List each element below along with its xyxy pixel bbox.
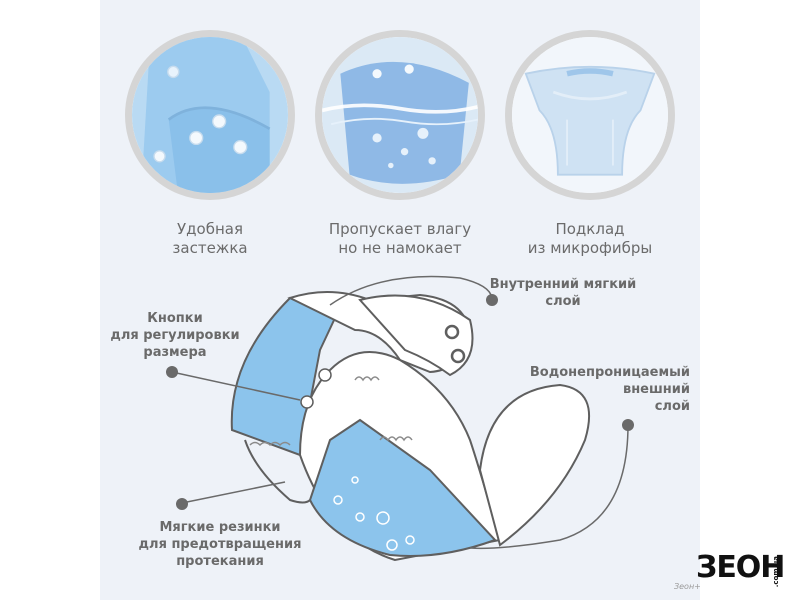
feature-caption-microfiber: Подклад из микрофибры — [527, 220, 653, 257]
snap-fastener-icon — [132, 37, 288, 193]
callout-inner-layer: Внутренний мягкий слой — [489, 277, 637, 309]
callout-elastics: Мягкие резинки для предотвращения протек… — [138, 520, 302, 569]
water-splash-icon — [322, 37, 478, 193]
microfiber-lining-icon — [512, 37, 668, 193]
brand-logo: ЗЕОН .com.ua — [696, 550, 785, 588]
callout-snaps: Кнопки для регулировки размера — [110, 311, 240, 360]
callout-outer-layer: Водонепроницаемый внешний слой — [529, 365, 690, 414]
watermark: Зеон+ — [674, 582, 701, 591]
feature-caption-fastener: Удобная застежка — [172, 220, 248, 257]
feature-caption-moisture: Пропускает влагу но не намокает — [328, 220, 472, 257]
water-splash-image — [315, 30, 485, 200]
microfiber-lining-image — [505, 30, 675, 200]
snap-fastener-image — [125, 30, 295, 200]
